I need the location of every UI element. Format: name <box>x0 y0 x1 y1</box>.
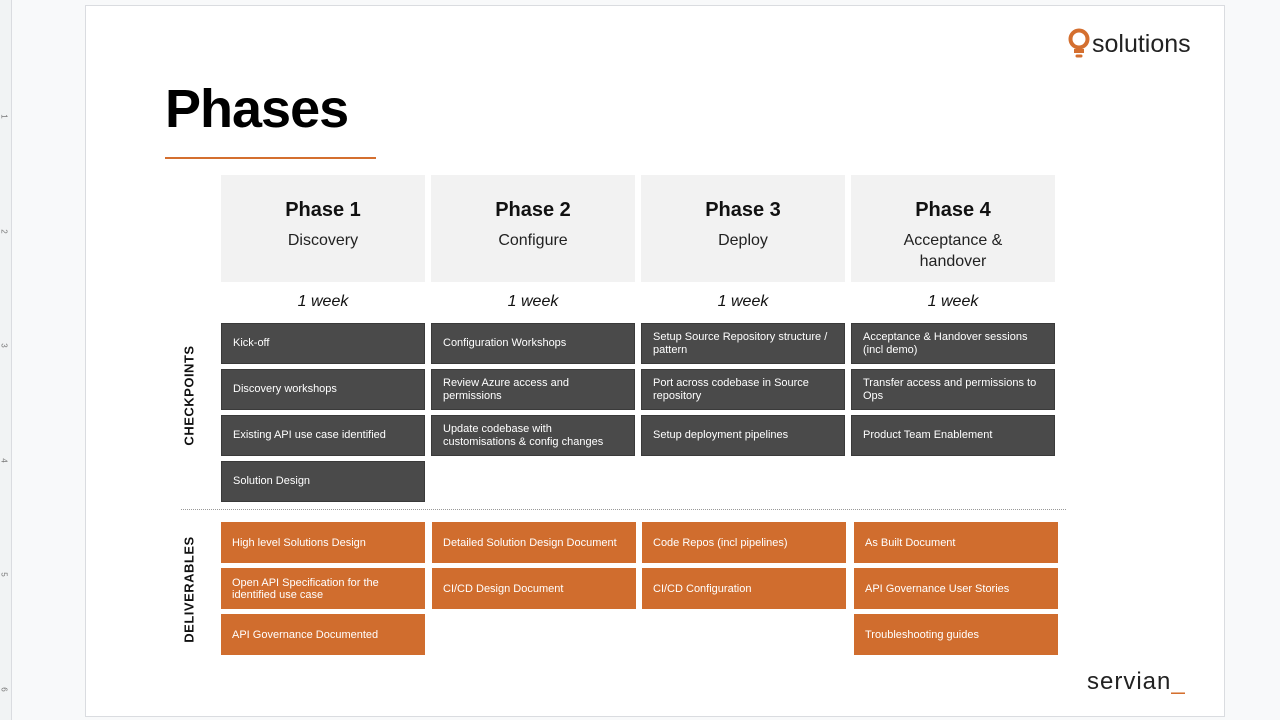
checkpoint-item: Existing API use case identified <box>221 415 425 456</box>
checkpoint-item: Review Azure access and permissions <box>431 369 635 410</box>
checkpoint-item: Setup Source Repository structure / patt… <box>641 323 845 364</box>
phase-name: Phase 2 <box>495 199 571 221</box>
deliverable-item: As Built Document <box>854 522 1058 563</box>
phase-duration: 1 week <box>507 293 559 310</box>
page-title: Phases <box>165 79 349 139</box>
ruler-number: 1 <box>0 114 9 119</box>
phase-header-2: Phase 2 Configure <box>431 175 635 282</box>
phase-header-4: Phase 4 Acceptance & handover <box>851 175 1055 282</box>
phase-name: Phase 1 <box>285 199 361 221</box>
phase-duration: 1 week <box>297 293 349 310</box>
ruler-number: 5 <box>0 572 9 577</box>
checkpoint-item: Discovery workshops <box>221 369 425 410</box>
deliverable-item: Code Repos (incl pipelines) <box>642 522 846 563</box>
servian-logo-text: servian <box>1087 668 1172 695</box>
phase-duration: 1 week <box>717 293 769 310</box>
deliverable-item: Troubleshooting guides <box>854 614 1058 655</box>
phase-duration: 1 week <box>927 293 979 310</box>
ruler-number: 2 <box>0 228 9 234</box>
checkpoint-item: Setup deployment pipelines <box>641 415 845 456</box>
deliverable-item: API Governance Documented <box>221 614 425 655</box>
deliverable-item: Open API Specification for the identifie… <box>221 568 425 609</box>
checkpoints-label: CHECKPOINTS <box>181 345 197 446</box>
solutions-logo: solutions <box>1068 28 1191 60</box>
checkpoint-item: Product Team Enablement <box>851 415 1055 456</box>
checkpoint-item: Port across codebase in Source repositor… <box>641 369 845 410</box>
divider <box>181 509 1066 510</box>
title-underline <box>165 157 376 159</box>
lightbulb-icon <box>1068 28 1090 58</box>
slide: solutions Phases CHECKPOINTS DELIVERABLE… <box>85 5 1225 717</box>
vertical-ruler: 1 2 3 4 5 6 <box>0 0 12 720</box>
phase-subtitle: Deploy <box>718 232 768 249</box>
phase-subtitle: Acceptance & handover <box>903 232 1003 270</box>
phase-header-1: Phase 1 Discovery <box>221 175 425 282</box>
deliverables-label: DELIVERABLES <box>181 536 197 643</box>
checkpoint-item: Transfer access and permissions to Ops <box>851 369 1055 410</box>
deliverable-item: High level Solutions Design <box>221 522 425 563</box>
servian-logo: servian_ <box>1087 668 1186 696</box>
ruler-number: 3 <box>0 343 9 348</box>
phase-name: Phase 4 <box>915 199 991 221</box>
checkpoint-item: Solution Design <box>221 461 425 502</box>
ruler-number: 6 <box>0 686 9 692</box>
phase-name: Phase 3 <box>705 199 781 221</box>
phase-subtitle: Discovery <box>287 232 359 249</box>
phase-subtitle: Configure <box>498 232 568 249</box>
deliverable-item: Detailed Solution Design Document <box>432 522 636 563</box>
checkpoint-item: Configuration Workshops <box>431 323 635 364</box>
servian-underscore: _ <box>1171 668 1186 695</box>
deliverable-item: CI/CD Design Document <box>432 568 636 609</box>
phase-header-3: Phase 3 Deploy <box>641 175 845 282</box>
deliverable-item: API Governance User Stories <box>854 568 1058 609</box>
deliverable-item: CI/CD Configuration <box>642 568 846 609</box>
checkpoint-item: Acceptance & Handover sessions (incl dem… <box>851 323 1055 364</box>
ruler-number: 4 <box>0 457 9 463</box>
checkpoint-item: Kick-off <box>221 323 425 364</box>
logo-text: solutions <box>1092 29 1191 58</box>
checkpoint-item: Update codebase with customisations & co… <box>431 415 635 456</box>
